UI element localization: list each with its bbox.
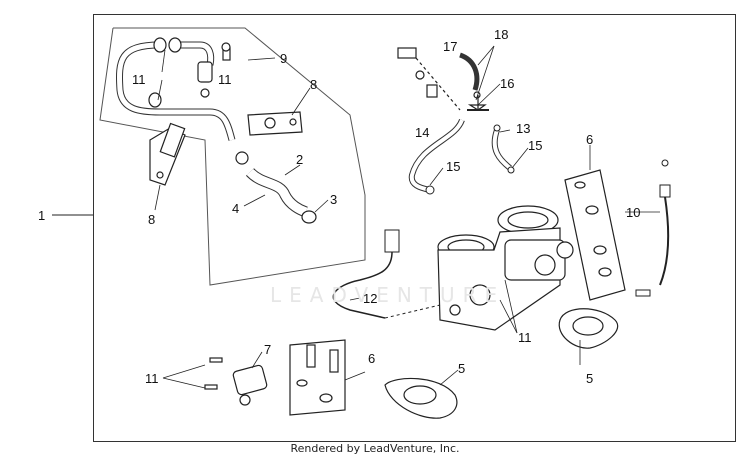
diagram-frame <box>93 14 736 442</box>
callout-3: 3 <box>330 192 338 207</box>
callout-1: 1 <box>38 208 46 223</box>
callout-6-lower: 6 <box>368 351 376 366</box>
breather-hose-assembly <box>116 37 236 141</box>
callout-8-top: 8 <box>310 77 318 92</box>
callout-9: 9 <box>280 51 288 66</box>
callout-7: 7 <box>264 342 272 357</box>
callout-8-left: 8 <box>148 212 156 227</box>
callout-11-throttle: 11 <box>518 330 532 345</box>
footer-credit: Rendered by LeadVenture, Inc. <box>290 442 460 455</box>
callout-6-upper: 6 <box>586 132 594 147</box>
subassembly-outline <box>99 27 366 286</box>
callout-4: 4 <box>232 201 240 216</box>
throttle-body <box>437 205 574 331</box>
callout-10: 10 <box>626 205 641 220</box>
spacer-set-6-upper <box>564 169 626 301</box>
hose-13 <box>491 124 515 174</box>
callout-5-right: 5 <box>586 371 594 386</box>
callout-17: 17 <box>443 39 458 54</box>
callout-16: 16 <box>500 76 515 91</box>
sensor-10 <box>635 159 671 297</box>
callout-13: 13 <box>516 121 531 136</box>
callout-11-left: 11 <box>132 72 146 87</box>
callout-2: 2 <box>296 152 304 167</box>
callout-12: 12 <box>363 291 378 306</box>
bracket-8-top <box>247 111 303 136</box>
callout-15-left: 15 <box>446 159 461 174</box>
gasket-5-right <box>558 308 619 349</box>
gasket-5-bottom <box>384 377 458 419</box>
leader-lines <box>154 45 660 389</box>
callout-18: 18 <box>494 27 509 42</box>
callout-14: 14 <box>415 125 430 140</box>
vacuum-hose-14 <box>408 118 465 195</box>
callout-11-screws: 11 <box>145 371 159 386</box>
callout-15-right: 15 <box>528 138 543 153</box>
sensor-harness-12 <box>332 229 441 319</box>
bracket-8-left <box>149 122 186 186</box>
fuel-fitting-top <box>397 47 489 111</box>
throttle-position-sensor-7 <box>204 357 268 406</box>
hose-2 <box>235 151 317 224</box>
callout-5-bottom: 5 <box>458 361 466 376</box>
callout-11-top: 11 <box>218 72 232 87</box>
watermark-text: LEADVENTURE <box>270 283 506 307</box>
spacer-set-6-lower <box>289 339 346 416</box>
